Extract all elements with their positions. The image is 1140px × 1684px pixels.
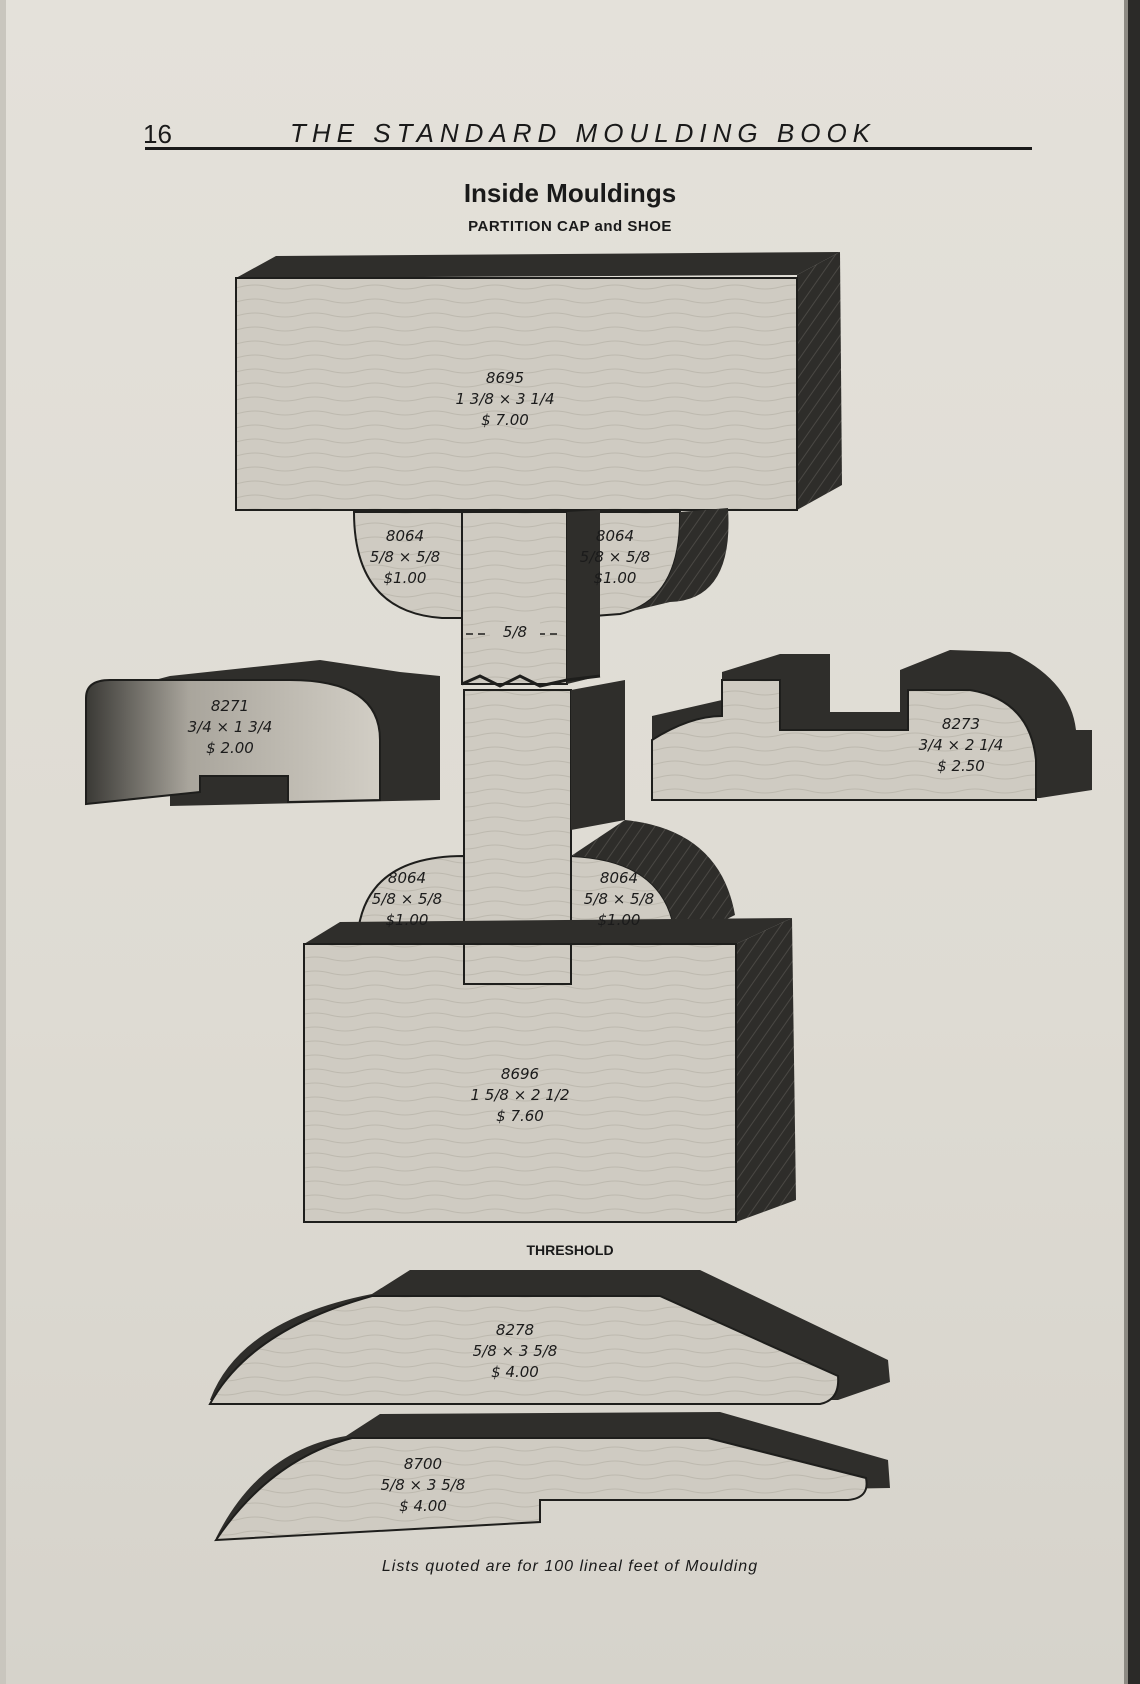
moulding-price: $ 2.50 xyxy=(937,757,985,775)
moulding-size: 1 3/8 × 3 1/4 xyxy=(455,390,555,408)
section-subtitle: PARTITION CAP and SHOE xyxy=(468,218,672,235)
moulding-price: $ 7.00 xyxy=(481,411,529,429)
page-edge-right xyxy=(1128,0,1140,1684)
moulding-size: 5/8 × 3 5/8 xyxy=(472,1342,558,1360)
moulding-number: 8064 xyxy=(595,527,635,545)
moulding-price: $1.00 xyxy=(597,911,641,929)
moulding-price: $1.00 xyxy=(385,911,429,929)
moulding-8695 xyxy=(235,252,842,511)
book-title: THE STANDARD MOULDING BOOK xyxy=(290,118,877,148)
moulding-size: 5/8 × 5/8 xyxy=(369,548,441,566)
moulding-number: 8700 xyxy=(403,1455,443,1473)
moulding-size: 5/8 × 3 5/8 xyxy=(380,1476,466,1494)
label-8700: 8700 5/8 × 3 5/8 $ 4.00 xyxy=(368,1454,478,1517)
section-title: Inside Mouldings xyxy=(463,178,677,208)
label-8064-upper-left: 8064 5/8 × 5/8 $1.00 xyxy=(360,526,450,589)
moulding-size: 3/4 × 1 3/4 xyxy=(187,718,273,736)
partition-board-upper xyxy=(461,510,601,688)
label-8064-upper-right: 8064 5/8 × 5/8 $1.00 xyxy=(570,526,660,589)
moulding-number: 8695 xyxy=(485,369,525,387)
moulding-size: 5/8 × 5/8 xyxy=(371,890,443,908)
page-edge-left xyxy=(0,0,6,1684)
moulding-size: 5/8 × 5/8 xyxy=(579,548,651,566)
label-8271: 8271 3/4 × 1 3/4 $ 2.00 xyxy=(180,696,280,759)
moulding-8064-upper-left xyxy=(352,511,463,619)
label-8064-lower-right: 8064 5/8 × 5/8 $1.00 xyxy=(574,868,664,931)
moulding-number: 8271 xyxy=(210,697,250,715)
threshold-heading: THRESHOLD xyxy=(526,1242,614,1258)
moulding-price: $ 2.00 xyxy=(206,739,254,757)
partition-dimension: 5/8 xyxy=(490,622,540,643)
label-8064-lower-left: 8064 5/8 × 5/8 $1.00 xyxy=(362,868,452,931)
moulding-8271 xyxy=(85,660,440,806)
page-edge-shadow xyxy=(1124,0,1128,1684)
moulding-size: 3/4 × 2 1/4 xyxy=(918,736,1004,754)
moulding-price: $1.00 xyxy=(593,569,637,587)
header-rule xyxy=(145,147,1032,150)
moulding-price: $1.00 xyxy=(383,569,427,587)
footer-note: Lists quoted are for 100 lineal feet of … xyxy=(381,1558,759,1575)
moulding-8273 xyxy=(651,650,1092,801)
moulding-number: 8064 xyxy=(599,869,639,887)
moulding-price: $ 4.00 xyxy=(491,1363,539,1381)
moulding-price: $ 7.60 xyxy=(496,1107,544,1125)
moulding-number: 8064 xyxy=(385,527,425,545)
moulding-number: 8273 xyxy=(941,715,981,733)
moulding-8700 xyxy=(214,1412,890,1542)
moulding-number: 8064 xyxy=(387,869,427,887)
label-8696: 8696 1 5/8 × 2 1/2 $ 7.60 xyxy=(460,1064,580,1127)
moulding-number: 8696 xyxy=(500,1065,540,1083)
moulding-number: 8278 xyxy=(495,1321,535,1339)
page-number: 16 xyxy=(143,119,172,149)
moulding-price: $ 4.00 xyxy=(399,1497,447,1515)
label-8695: 8695 1 3/8 × 3 1/4 $ 7.00 xyxy=(450,368,560,431)
label-8273: 8273 3/4 × 2 1/4 $ 2.50 xyxy=(906,714,1016,777)
moulding-size: 5/8 × 5/8 xyxy=(583,890,655,908)
moulding-8696 xyxy=(303,918,796,1223)
label-8278: 8278 5/8 × 3 5/8 $ 4.00 xyxy=(460,1320,570,1383)
moulding-size: 1 5/8 × 2 1/2 xyxy=(470,1086,570,1104)
moulding-8278 xyxy=(208,1270,890,1405)
